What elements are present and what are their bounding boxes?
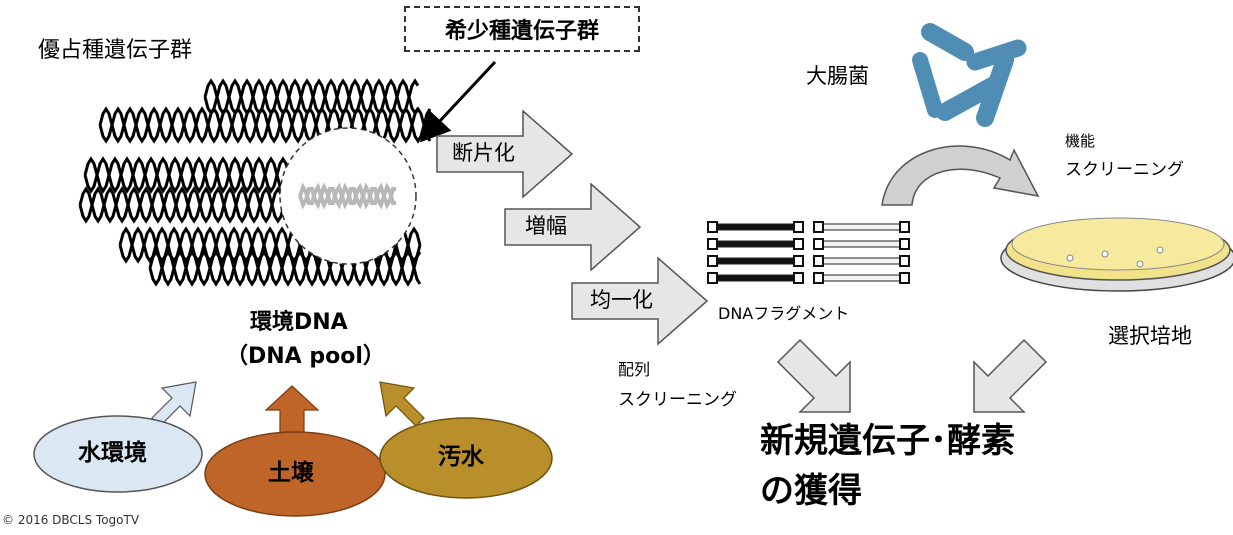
rare-dna-helix-icon [298,182,396,210]
copyright-label: © 2016 DBCLS TogoTV [2,513,140,527]
dna-helix-icon [98,106,432,144]
dna-fragment-end [707,255,718,267]
dna-fragments-icon [707,221,910,284]
normalization-arrow [571,256,709,346]
dna-fragment-bar [711,274,799,282]
rare-genes-pointer [419,60,497,143]
dna-fragment-bar [817,240,905,248]
dna-fragments-label: DNAフラグメント [718,304,850,323]
dna-helix-icon [98,106,432,144]
functional-screening-arrow [881,145,1040,206]
water-up-arrow [151,381,197,427]
soil-source-label: 土壌 [268,460,314,486]
amplification-arrow [504,182,642,272]
dna-fragment-end [793,221,804,233]
dna-pool-label: （DNA pool） [226,344,385,369]
dna-fragment-end [899,221,910,233]
fragmentation-label: 断片化 [452,141,515,165]
dna-fragment-end [793,238,804,250]
amplification-label: 増幅 [525,214,567,238]
petri-dish-icon [1000,217,1233,292]
normalization-label: 均一化 [590,288,653,312]
sewage-up-arrow [379,381,425,427]
dna-fragment-end [813,255,824,267]
dna-fragment-bar [711,223,799,231]
dna-fragment-end [899,238,910,250]
water-source-label: 水環境 [78,440,147,466]
sequence-screening-label-1: 配列 [618,360,651,379]
dna-helix-icon [298,182,396,210]
ecoli-label: 大腸菌 [806,64,869,88]
dna-fragment-end [899,272,910,284]
dna-fragment-bar [711,240,799,248]
dna-fragment-end [813,221,824,233]
rare-genes-label: 希少種遺伝子群 [404,6,640,52]
selective-medium-label: 選択培地 [1108,324,1192,348]
fragmentation-arrow [436,109,574,199]
result-label-2: の獲得 [760,471,862,511]
dna-fragment-end [707,221,718,233]
env-dna-label: 環境DNA [250,310,348,335]
dna-fragment-bar [711,257,799,265]
sewage-source [379,417,553,499]
water-source [33,415,203,493]
sewage-source-label: 汚水 [438,444,484,470]
sequence-result-arrow [776,338,851,413]
dna-fragment-end [813,238,824,250]
functional-screening-label-1: 機能 [1065,132,1096,150]
ecoli-bacteria-icon [912,23,1027,127]
dna-fragment-end [793,272,804,284]
dna-fragment-end [793,255,804,267]
dna-fragment-bar [817,274,905,282]
dna-fragment-bar [817,223,905,231]
sequence-screening-label-2: スクリーニング [618,390,737,410]
dna-fragment-end [813,272,824,284]
result-label-1: 新規遺伝子･酵素 [760,421,1015,461]
dna-fragment-end [707,272,718,284]
dna-helix-icon [298,182,396,210]
function-result-arrow [973,338,1048,413]
dna-fragment-bar [817,257,905,265]
dominant-genes-label: 優占種遺伝子群 [38,38,193,63]
dna-helix-icon [203,78,420,116]
soil-source [204,431,386,517]
dna-helix-icon [148,249,422,287]
functional-screening-label-2: スクリーニング [1065,160,1184,180]
dna-fragment-end [707,238,718,250]
dna-fragment-end [899,255,910,267]
